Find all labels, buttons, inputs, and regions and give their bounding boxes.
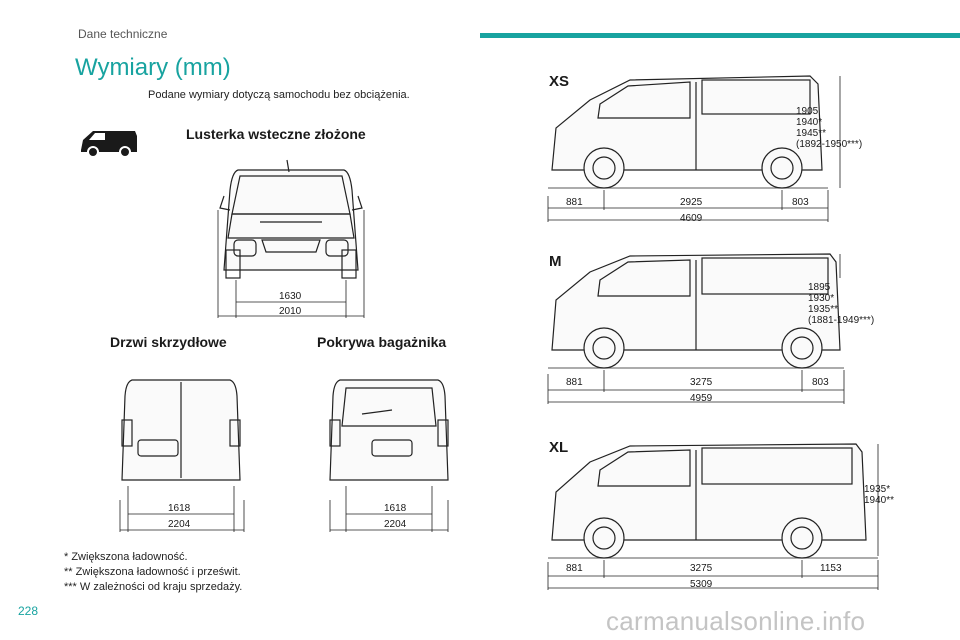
doors-width-dim: 2204 [168, 519, 191, 530]
tailgate-heading: Pokrywa bagażnika [317, 334, 447, 350]
tailgate-width-dim: 2204 [384, 519, 407, 530]
footnotes: * Zwiększona ładowność. ** Zwiększona ła… [64, 550, 242, 595]
xl-wheelbase-dim: 3275 [690, 563, 713, 574]
m-wheelbase-dim: 3275 [690, 377, 713, 388]
xs-rear-dim: 803 [792, 197, 809, 208]
page-number: 228 [18, 604, 39, 618]
xs-front-dim: 881 [566, 197, 583, 208]
xl-rear-dim: 1153 [820, 563, 842, 574]
xl-height-dim: 1935* 1940** [864, 484, 895, 506]
mirrors-track-dim: 1630 [279, 291, 302, 302]
intro-text: Podane wymiary dotyczą samochodu bez obc… [148, 89, 410, 101]
section-label: Dane techniczne [78, 27, 168, 41]
xs-label: XS [549, 73, 570, 90]
doors-heading: Drzwi skrzydłowe [110, 334, 227, 350]
m-height-dim: 1895 1930* 1935** (1881-1949***) [808, 282, 875, 326]
footnote-3: *** W zależności od kraju sprzedaży. [64, 581, 243, 593]
page-title: Wymiary (mm) [75, 54, 231, 81]
xl-label: XL [549, 439, 569, 456]
xl-front-dim: 881 [566, 563, 583, 574]
m-van [551, 253, 841, 369]
mirrors-width-dim: 2010 [279, 306, 302, 317]
m-label: M [549, 253, 562, 270]
m-length-dim: 4959 [690, 393, 713, 404]
mirrors-heading: Lusterka wsteczne złożone [186, 126, 366, 142]
m-rear-dim: 803 [812, 377, 829, 388]
xs-length-dim: 4609 [680, 213, 703, 224]
tailgate-track-dim: 1618 [384, 503, 407, 514]
footnote-1: * Zwiększona ładowność. [64, 551, 188, 563]
xs-height-dim: 1905 1940* 1945** (1892-1950***) [796, 106, 863, 150]
xl-length-dim: 5309 [690, 579, 713, 590]
xs-wheelbase-dim: 2925 [680, 197, 703, 208]
xs-van [551, 75, 823, 189]
m-front-dim: 881 [566, 377, 583, 388]
accent-bar [480, 33, 960, 38]
doors-track-dim: 1618 [168, 503, 191, 514]
footnote-2: ** Zwiększona ładowność i prześwit. [64, 566, 241, 578]
van-side-icon [81, 131, 137, 158]
xl-van [551, 443, 867, 559]
watermark: carmanualsonline.info [606, 606, 866, 636]
